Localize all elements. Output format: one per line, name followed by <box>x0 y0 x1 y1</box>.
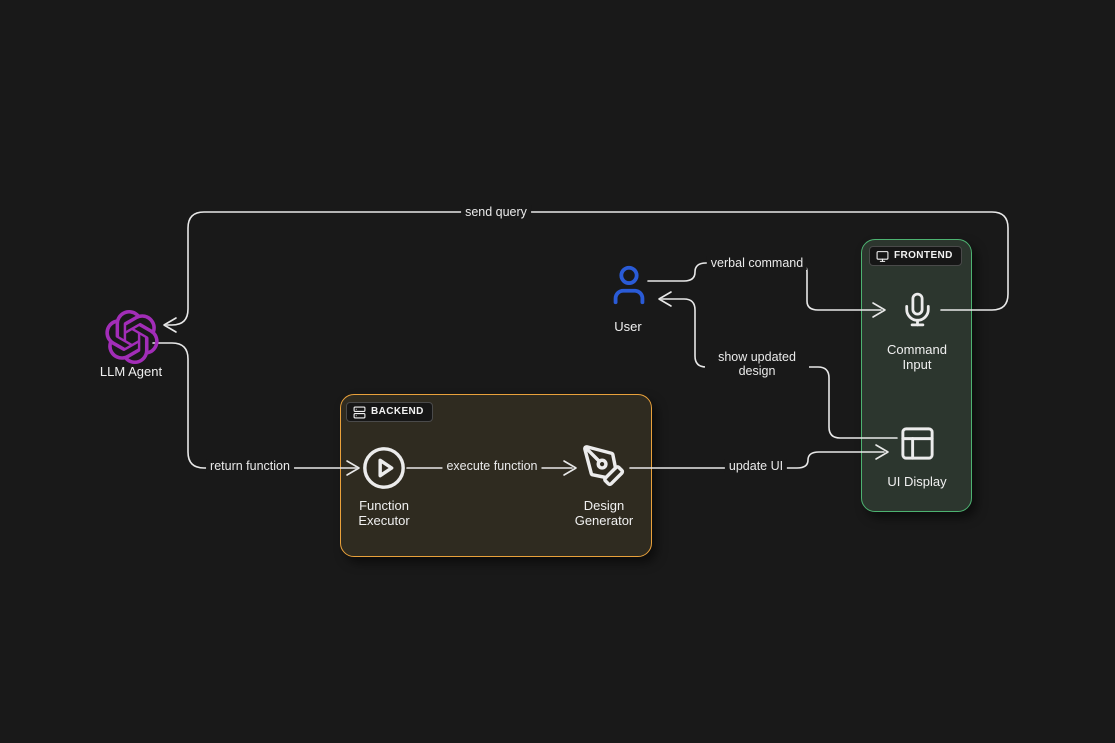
openai-logo-icon <box>105 310 159 364</box>
frontend-group-box <box>861 239 972 512</box>
command-input-label: Command Input <box>887 342 947 372</box>
backend-badge-label: BACKEND <box>371 406 424 417</box>
arrowhead-into-llm-agent <box>163 317 177 333</box>
pen-tool-icon <box>581 443 627 489</box>
user-icon <box>606 262 652 308</box>
edge-verbal-command <box>647 262 882 311</box>
edge-label-send-query: send query <box>461 205 531 219</box>
monitor-icon <box>876 250 889 263</box>
llm-agent-label: LLM Agent <box>99 364 163 379</box>
edge-label-show-updated-design: show updated design <box>705 350 809 378</box>
edge-label-execute-function: execute function <box>442 459 542 473</box>
edge-return-function <box>152 342 357 469</box>
layout-panels-icon <box>898 424 937 463</box>
edge-label-return-function: return function <box>206 459 294 473</box>
frontend-badge-label: FRONTEND <box>894 250 953 261</box>
edge-label-verbal-command: verbal command <box>706 256 808 270</box>
frontend-badge: FRONTEND <box>869 246 962 266</box>
design-generator-label: Design Generator <box>574 498 634 528</box>
edge-label-update-ui: update UI <box>724 459 788 473</box>
user-label: User <box>614 319 642 334</box>
backend-badge: BACKEND <box>346 402 433 422</box>
ui-display-label: UI Display <box>887 474 947 489</box>
microphone-icon <box>899 291 936 328</box>
arrowhead-into-user <box>658 291 672 307</box>
function-executor-label: Function Executor <box>358 498 410 528</box>
play-circle-icon <box>361 445 407 491</box>
server-icon <box>353 406 366 419</box>
